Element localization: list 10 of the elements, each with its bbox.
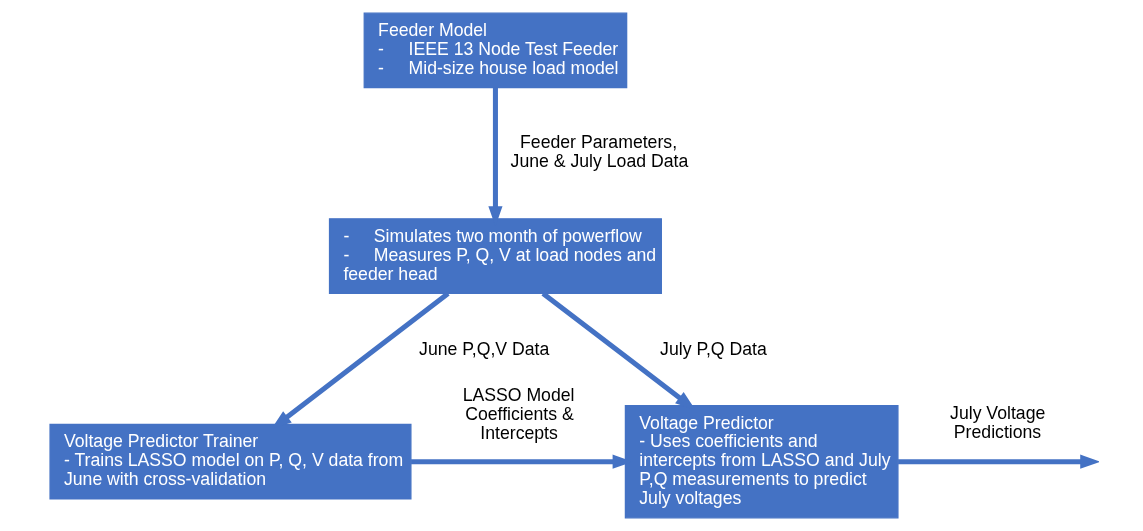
node-box: Voltage Predictor - Uses coefficients and intercepts from LASSO and July P,Q measurements to predict July voltages bbox=[624, 404, 899, 519]
edge-label: July P,Q Data bbox=[659, 338, 767, 359]
edge-label: Feeder Parameters, June & July Load Data bbox=[510, 132, 688, 172]
node-box: - Simulates two month of powerflow - Measures P, Q, V at load nodes and feeder head bbox=[328, 218, 662, 294]
edge-label: LASSO Model Coefficients & Intercepts bbox=[462, 384, 575, 443]
arrow bbox=[897, 454, 1099, 469]
node-box: Voltage Predictor Trainer - Trains LASSO model on P, Q, V data from June with cross-validation bbox=[48, 423, 412, 500]
edge-label: June P,Q,V Data bbox=[418, 338, 549, 359]
node-box: Feeder Model - IEEE 13 Node Test Feeder - Mid-size house load model bbox=[363, 12, 627, 89]
edge-label: July Voltage Predictions bbox=[949, 403, 1045, 442]
